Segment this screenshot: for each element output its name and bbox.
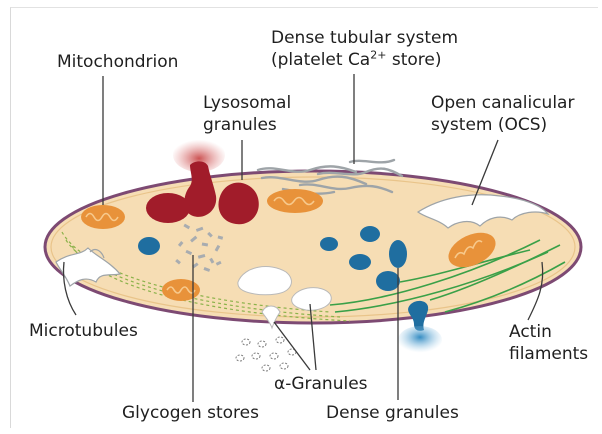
dense-granule-2 <box>360 226 380 242</box>
dense-granule-5 <box>376 271 400 291</box>
dense-granule-left <box>138 237 160 255</box>
mitochondrion-top <box>267 189 323 213</box>
label-open-canalicular-system-line2: system (OCS) <box>431 115 547 136</box>
mitochondrion-left <box>81 205 125 229</box>
label-dense-tubular-system: Dense tubular system <box>271 28 458 49</box>
dense-granule-3 <box>389 240 407 268</box>
label-alpha-granules: α-Granules <box>274 374 368 395</box>
mitochondrion-bottom <box>162 279 200 301</box>
label-actin-filaments-line2: filaments <box>509 344 588 365</box>
dense-granule-secretion-cloud <box>398 326 442 354</box>
leader-alpha-1 <box>274 322 310 370</box>
label-dense-tubular-line2-pre: (platelet Ca <box>271 50 370 70</box>
lysosomal-granule-left <box>146 193 190 223</box>
dense-granule-4 <box>349 254 371 270</box>
label-ca-superscript: 2+ <box>370 48 386 61</box>
label-dense-granules: Dense granules <box>326 403 459 424</box>
lysosomal-granule-right <box>218 183 258 225</box>
label-microtubules: Microtubules <box>29 321 138 342</box>
label-dense-tubular-system-line2: (platelet Ca2+ store) <box>271 50 442 71</box>
label-dense-tubular-line2-post: store) <box>386 50 441 70</box>
label-lysosomal-granules-line2: granules <box>203 115 277 136</box>
label-glycogen-stores: Glycogen stores <box>122 403 259 424</box>
label-actin-filaments: Actin <box>509 322 552 343</box>
alpha-granule-release <box>236 337 296 371</box>
label-mitochondrion: Mitochondrion <box>57 52 178 73</box>
label-open-canalicular-system: Open canalicular <box>431 93 574 114</box>
dense-granule-1 <box>320 237 338 251</box>
label-lysosomal-granules: Lysosomal <box>203 93 291 114</box>
